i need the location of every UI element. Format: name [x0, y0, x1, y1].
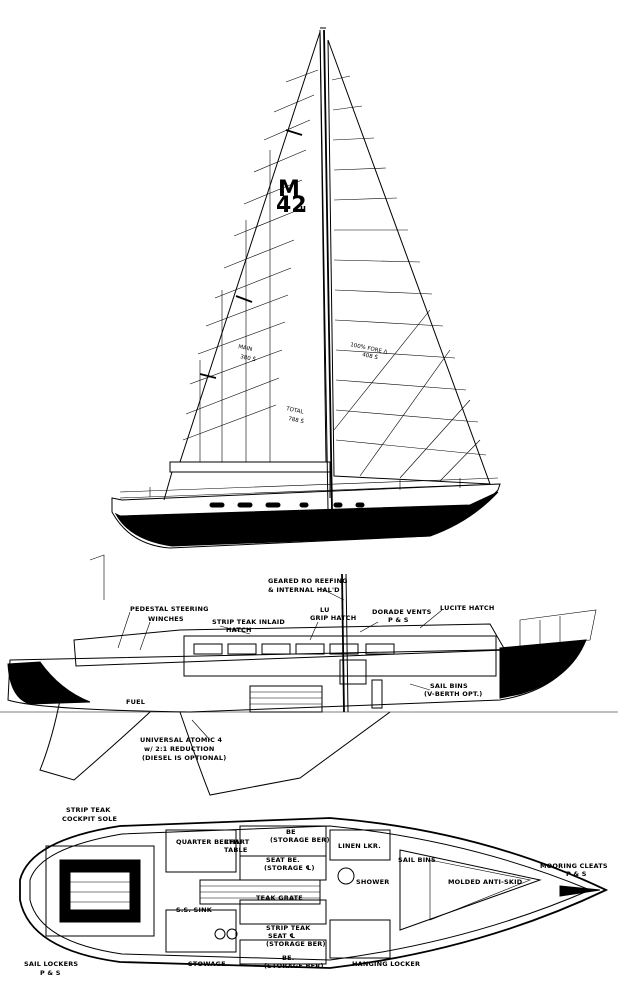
- label-engine-1: UNIVERSAL ATOMIC 4: [140, 736, 223, 744]
- inboard-profile: GEARED RO REEFING & INTERNAL HAL'D PEDES…: [0, 554, 618, 796]
- label-lu: LU: [320, 606, 330, 614]
- label-sail-bins-plan: SAIL BINS: [398, 856, 436, 864]
- label-lucite-hatch: LUCITE HATCH: [440, 604, 495, 612]
- label-strip-teak-2: STRIP TEAK: [266, 924, 311, 932]
- mainsail: [179, 31, 327, 463]
- label-be-top-2: (STORAGE BER): [270, 836, 330, 844]
- label-cockpit-sole: COCKPIT SOLE: [62, 815, 117, 823]
- label-engine-2: w/ 2:1 REDUCTION: [144, 745, 214, 753]
- label-be-top-1: BE: [286, 828, 296, 836]
- label-ss-sink: S.S. SINK: [176, 906, 213, 914]
- label-seat-be-1: SEAT BE.: [266, 856, 300, 864]
- label-fuel: FUEL: [126, 698, 145, 706]
- label-v-berth: (V-BERTH OPT.): [424, 690, 482, 698]
- class-logo: M 42 II: [276, 177, 307, 218]
- label-grip-hatch: GRIP HATCH: [310, 614, 356, 622]
- label-shower: SHOWER: [356, 878, 389, 886]
- label-storage-2: (STORAGE BER): [266, 940, 326, 948]
- main-label: MAIN: [238, 344, 253, 353]
- label-dorade-vents: DORADE VENTS: [372, 608, 432, 616]
- foresail: [327, 39, 491, 485]
- label-linen-lkr: LINEN LKR.: [338, 842, 381, 850]
- label-dorade-vents-pb: P & S: [388, 616, 409, 624]
- total-label: TOTAL: [285, 406, 305, 416]
- label-be-bottom-2: (STORAGE BER): [264, 962, 324, 970]
- logo-number: 42: [276, 193, 307, 218]
- label-mooring-cleats: MOORING CLEATS: [540, 862, 608, 870]
- label-engine-3: (DIESEL IS OPTIONAL): [142, 754, 226, 762]
- label-sail-bins: SAIL BINS: [430, 682, 468, 690]
- label-be-bottom-1: BE.: [282, 954, 294, 962]
- label-sail-lockers: SAIL LOCKERS: [24, 960, 78, 968]
- label-chart-2: TABLE: [224, 846, 248, 854]
- total-area: 788 Ś: [288, 415, 305, 425]
- sail-plan: M 42 II MAIN 380 Ś 100% FORE Δ 408 Ś TOT…: [111, 27, 501, 549]
- label-hatch: HATCH: [226, 626, 252, 634]
- label-seat-2: SEAT ℄: [268, 932, 295, 940]
- logo-letter: M: [278, 177, 300, 202]
- main-area: 380 Ś: [240, 353, 257, 363]
- accommodation-plan: STRIP TEAK COCKPIT SOLE QUARTER BERTH CH…: [19, 806, 609, 977]
- label-sail-lockers-pb: P & S: [40, 969, 61, 977]
- label-molded-anti-skid: MOLDED ANTI-SKID: [448, 878, 523, 886]
- label-strip-teak-inlaid: STRIP TEAK INLAID: [212, 618, 285, 626]
- label-teak-grate: TEAK GRATE: [256, 894, 303, 902]
- label-geared-reefing: GEARED RO REEFING: [268, 577, 348, 585]
- hull-profile: [111, 461, 501, 549]
- fore-area: 408 Ś: [362, 351, 379, 361]
- label-strip-teak-cockpit: STRIP TEAK: [66, 806, 111, 814]
- label-mooring-cleats-pb: P & S: [566, 870, 587, 878]
- logo-suffix: II: [300, 205, 306, 214]
- label-quarter-berth: QUARTER BERTH: [176, 838, 239, 846]
- label-winches: WINCHES: [148, 615, 184, 623]
- label-pedestal-steering: PEDESTAL STEERING: [130, 605, 209, 613]
- label-internal-halyard: & INTERNAL HAL'D: [268, 586, 340, 594]
- label-chart-1: CHART: [224, 838, 250, 846]
- label-stowage: STOWAGE: [188, 960, 226, 968]
- label-hanging-locker: HANGING LOCKER: [352, 960, 420, 968]
- label-seat-be-2: (STORAGE ℄): [264, 864, 315, 872]
